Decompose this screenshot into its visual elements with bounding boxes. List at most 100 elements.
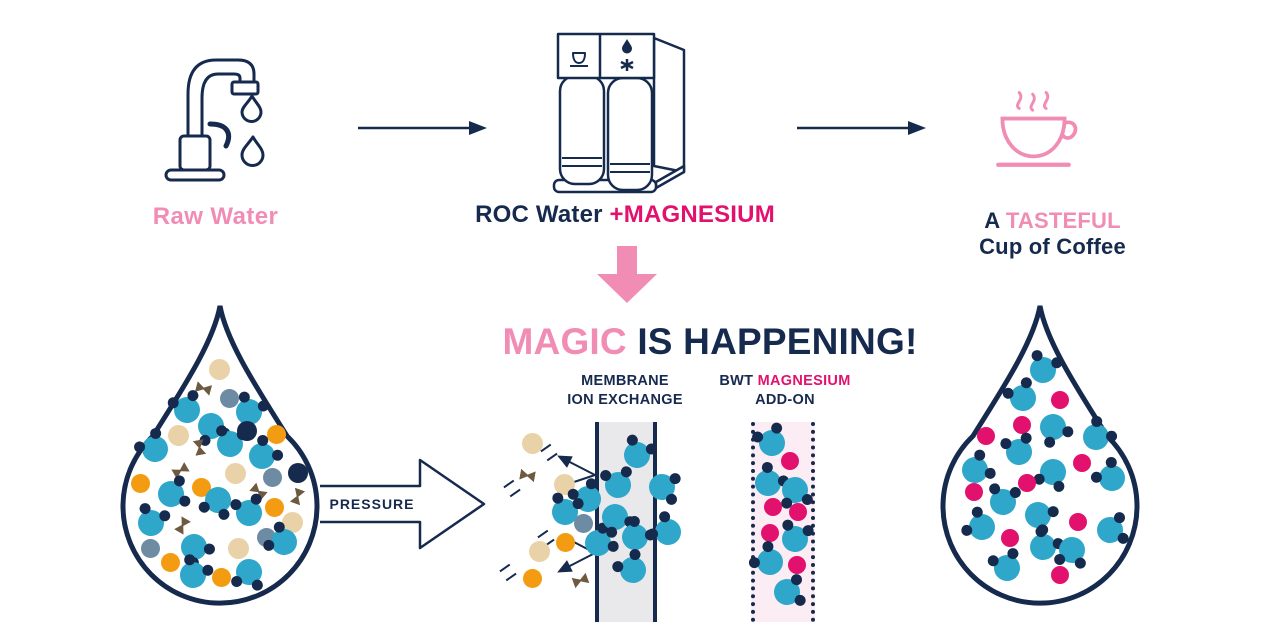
water-molecule xyxy=(134,506,168,540)
slate-mineral-particle xyxy=(140,538,160,558)
impurity-particle xyxy=(289,487,304,505)
water-molecule xyxy=(749,464,787,502)
membrane-label-line2: ION EXCHANGE xyxy=(567,391,683,408)
orange-mineral-particle xyxy=(211,567,231,587)
magnesium-ion xyxy=(1051,566,1069,584)
tan-mineral-particle xyxy=(208,358,230,380)
device-label-name: ROC Water xyxy=(475,201,610,228)
headline-rest: IS HAPPENING! xyxy=(626,321,918,362)
magnesium-ion xyxy=(1051,391,1069,409)
slate-mineral-particle xyxy=(219,388,239,408)
device-star-glyph xyxy=(620,59,634,71)
water-molecule xyxy=(990,551,1024,585)
water-molecule xyxy=(1003,436,1035,468)
magnesium-ion xyxy=(781,452,799,470)
orange-mineral-particle xyxy=(264,497,284,517)
navy-mineral-particle xyxy=(288,463,308,483)
addon-particles xyxy=(749,422,814,622)
faucet-icon xyxy=(164,58,265,182)
magnesium-ion xyxy=(761,524,779,542)
magnesium-ion xyxy=(1069,513,1087,531)
addon-label-line2: ADD-ON xyxy=(755,391,815,408)
water-molecule xyxy=(987,486,1019,518)
water-molecule xyxy=(771,576,803,608)
magnesium-ion xyxy=(788,556,806,574)
magic-down-arrow-icon xyxy=(597,246,657,303)
motion-mark xyxy=(540,443,558,462)
impurity-particle xyxy=(571,572,589,587)
magnesium-ion xyxy=(965,483,983,501)
water-molecule xyxy=(175,557,211,593)
orange-mineral-particle xyxy=(191,477,211,497)
water-molecule xyxy=(1036,455,1070,489)
water-molecule xyxy=(1094,514,1126,546)
pressure-label: PRESSURE xyxy=(329,496,414,512)
tan-mineral-particle xyxy=(167,424,189,446)
water-molecule xyxy=(1005,380,1041,416)
filtered-water-particles xyxy=(935,300,1145,610)
magnesium-ion xyxy=(1013,416,1031,434)
coffee-label-a: A xyxy=(984,208,1006,233)
membrane-label-line1: MEMBRANE xyxy=(581,373,669,389)
orange-mineral-particle xyxy=(522,568,542,588)
slate-mineral-particle xyxy=(573,513,593,533)
addon-label-magnesium: MAGNESIUM xyxy=(757,373,851,389)
flow-arrow-2-icon xyxy=(797,121,926,135)
coffee-label-tasteful: TASTEFUL xyxy=(1005,208,1121,233)
water-molecule xyxy=(779,523,811,555)
magnesium-ion xyxy=(764,498,782,516)
water-molecule xyxy=(602,469,634,501)
addon-label-line1: BWT MAGNESIUM xyxy=(700,372,870,391)
impurity-particle xyxy=(519,468,536,481)
tan-mineral-particle xyxy=(224,462,246,484)
magnesium-ion xyxy=(1073,454,1091,472)
magnesium-ion xyxy=(789,503,807,521)
motion-mark xyxy=(503,479,521,498)
addon-label-bwt: BWT xyxy=(719,373,758,389)
orange-mineral-particle xyxy=(160,552,180,572)
tan-mineral-particle xyxy=(528,540,550,562)
water-molecule xyxy=(751,543,789,581)
coffee-label-line1: A TASTEFUL xyxy=(955,208,1150,234)
slate-mineral-particle xyxy=(262,467,282,487)
coffee-label: A TASTEFUL Cup of Coffee xyxy=(955,208,1150,261)
orange-mineral-particle xyxy=(266,424,286,444)
orange-mineral-particle xyxy=(130,473,150,493)
headline-magic: MAGIC xyxy=(502,321,627,362)
magnesium-ion xyxy=(977,427,995,445)
device-label: ROC Water +MAGNESIUM xyxy=(460,201,790,229)
addon-label: BWT MAGNESIUM ADD-ON xyxy=(700,372,870,409)
flow-arrow-1-icon xyxy=(358,121,487,135)
water-molecule xyxy=(649,513,687,551)
water-molecule xyxy=(1077,418,1115,456)
water-molecule xyxy=(1093,459,1131,497)
magnesium-ion xyxy=(1018,474,1036,492)
coffee-label-line2: Cup of Coffee xyxy=(979,234,1126,260)
water-molecule xyxy=(614,551,652,589)
orange-mineral-particle xyxy=(555,532,575,552)
device-droplet-glyph xyxy=(622,39,632,54)
water-molecule xyxy=(214,428,246,460)
raw-water-particles xyxy=(115,300,325,610)
water-filter-device-icon xyxy=(552,32,686,194)
membrane-label: MEMBRANE ION EXCHANGE xyxy=(540,372,710,409)
water-molecule xyxy=(233,497,265,529)
tan-mineral-particle xyxy=(227,537,249,559)
motion-mark xyxy=(499,563,517,582)
headline: MAGIC IS HAPPENING! xyxy=(455,321,965,363)
device-label-magnesium: +MAGNESIUM xyxy=(609,201,775,228)
water-molecule xyxy=(646,471,678,503)
device-coffee-glyph xyxy=(570,52,588,67)
tan-mineral-particle xyxy=(281,511,303,533)
raw-water-label: Raw Water xyxy=(152,203,279,230)
magnesium-ion xyxy=(1001,529,1019,547)
impurity-particle xyxy=(173,516,190,534)
pressure-arrow: PRESSURE xyxy=(320,458,486,550)
membrane-particles xyxy=(480,418,690,628)
coffee-cup-icon xyxy=(996,91,1078,167)
water-molecule xyxy=(155,478,187,510)
water-molecule xyxy=(964,509,1000,545)
tan-mineral-particle xyxy=(521,432,543,454)
water-molecule xyxy=(233,556,265,588)
